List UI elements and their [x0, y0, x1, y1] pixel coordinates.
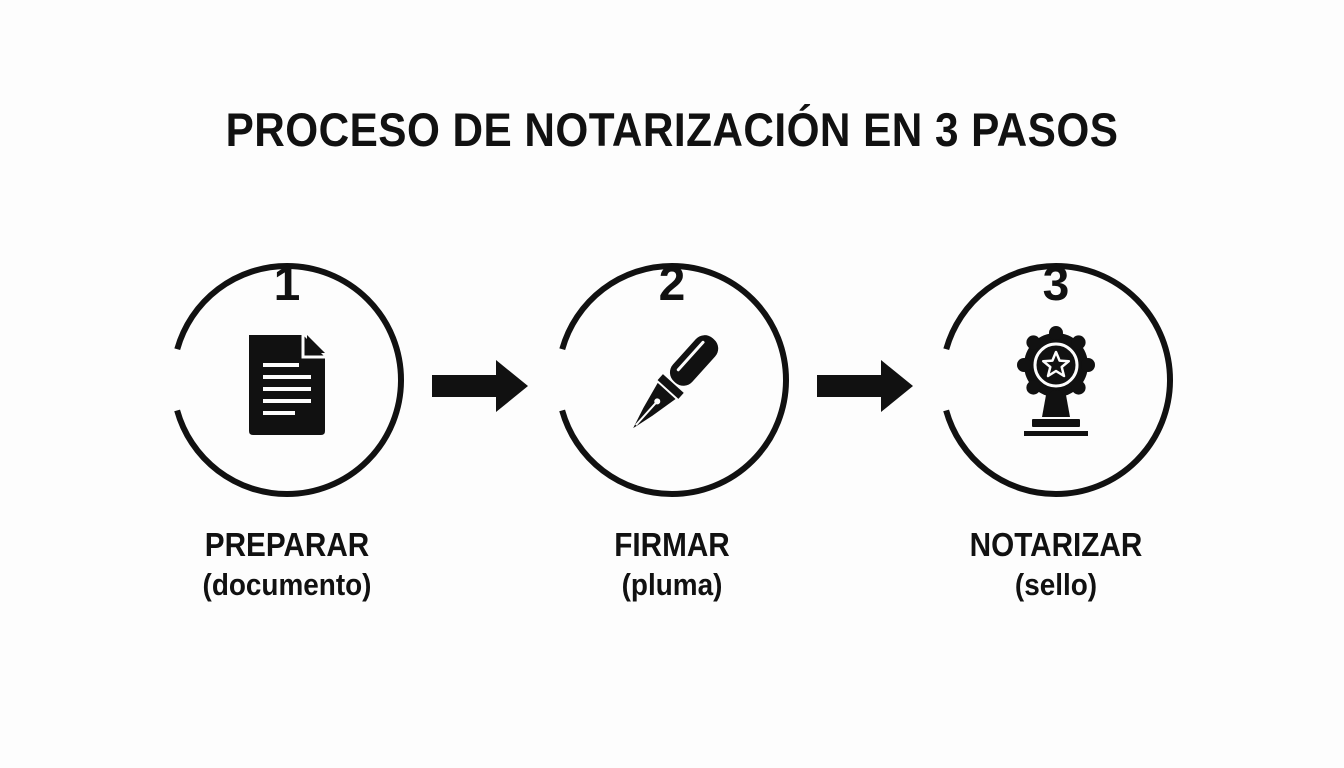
- step-sublabel: (pluma): [621, 567, 723, 602]
- step-number: 2: [658, 258, 686, 311]
- step-label: FIRMAR: [614, 526, 730, 563]
- notary-seal-icon: [1017, 326, 1095, 436]
- step-notarizar: 3 NOTARIZAR (sello): [931, 255, 1181, 615]
- fountain-pen-icon: [633, 335, 719, 429]
- step-number: 3: [1042, 258, 1070, 311]
- right-arrow-icon: [432, 360, 528, 412]
- step-preparar: 1 PREPARAR (documento): [162, 255, 412, 615]
- step-firmar: 2 FIRMAR (pluma): [547, 255, 797, 615]
- document-icon: [249, 335, 325, 435]
- step-number: 1: [273, 258, 301, 311]
- step-label: NOTARIZAR: [969, 526, 1143, 563]
- step-ring: [939, 263, 1173, 497]
- step-ring: [170, 263, 404, 497]
- page-title: PROCESO DE NOTARIZACIÓN EN 3 PASOS: [225, 103, 1119, 156]
- step-sublabel: (documento): [202, 567, 372, 602]
- step-label: PREPARAR: [204, 526, 370, 563]
- step-sublabel: (sello): [1014, 567, 1098, 602]
- step-ring: [555, 263, 789, 497]
- right-arrow-icon: [817, 360, 913, 412]
